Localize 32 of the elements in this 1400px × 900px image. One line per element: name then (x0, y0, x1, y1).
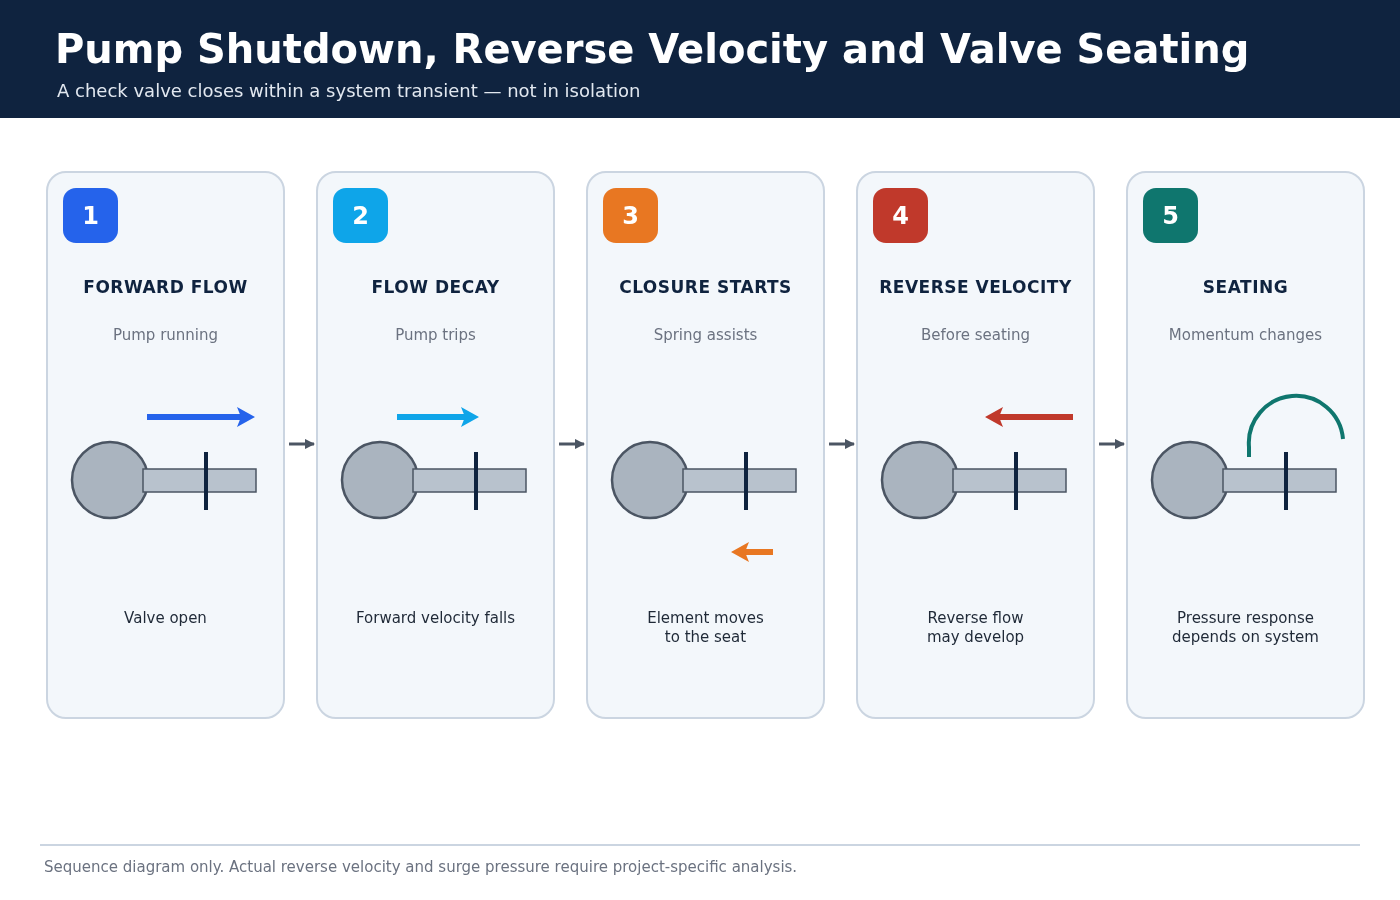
step-subtitle: Spring assists (652, 326, 759, 344)
arrow (1099, 438, 1126, 450)
arrow (829, 438, 856, 450)
step-description: Valve open (123, 609, 208, 628)
page-title: Pump Shutdown, Reverse Velocity and Valve Seating (55, 26, 1250, 72)
step-number-badge: 1 (63, 188, 118, 243)
step-number-badge: 5 (1143, 188, 1198, 243)
step-subtitle: Momentum changes (1167, 326, 1324, 344)
step-description: Element moves to the seat (646, 609, 765, 647)
arrow (289, 438, 316, 450)
footnote: Sequence diagram only. Actual reverse velocity and surge pressure require project-specific analysis. (44, 858, 798, 876)
step-heading: SEATING (1201, 277, 1290, 297)
step-card (46, 171, 285, 719)
step-subtitle: Pump trips (394, 326, 477, 344)
step-subtitle: Pump running (111, 326, 220, 344)
step-heading: FLOW DECAY (370, 277, 501, 297)
step-description: Reverse flow may develop (925, 609, 1026, 647)
subtitle: A check valve closes within a system transient — not in isolation (57, 80, 641, 101)
step-card (856, 171, 1095, 719)
step-number-badge: 3 (603, 188, 658, 243)
step-heading: FORWARD FLOW (82, 277, 249, 297)
step-subtitle: Before seating (919, 326, 1032, 344)
step-heading: REVERSE VELOCITY (878, 277, 1073, 297)
arrow (559, 438, 586, 450)
step-heading: CLOSURE STARTS (618, 277, 793, 297)
step-description: Pressure response depends on system (1171, 609, 1320, 647)
step-card (586, 171, 825, 719)
step-number-badge: 4 (873, 188, 928, 243)
step-description: Forward velocity falls (354, 609, 517, 628)
step-number-badge: 2 (333, 188, 388, 243)
step-card (1126, 171, 1365, 719)
step-card (316, 171, 555, 719)
